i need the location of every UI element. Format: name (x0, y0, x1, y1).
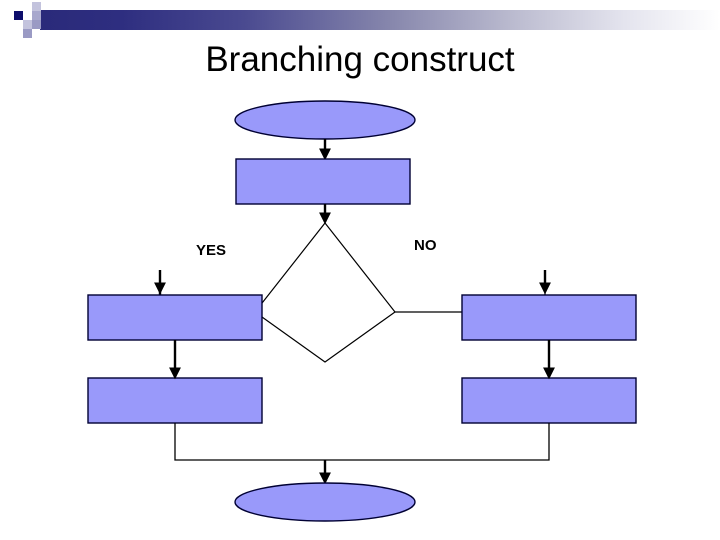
edge-label-no: NO (414, 237, 437, 254)
node-yes-step-2[interactable] (87, 377, 263, 424)
header-square-1 (23, 6, 32, 15)
branching-flowchart: YES NO (87, 100, 637, 522)
node-process-top[interactable] (235, 158, 411, 205)
node-yes-step-1[interactable] (87, 294, 263, 341)
node-no-step-2[interactable] (461, 377, 637, 424)
header-square-4 (14, 11, 23, 20)
page-title: Branching construct (205, 40, 515, 79)
header-square-7 (32, 20, 41, 29)
header-square-10 (14, 29, 23, 38)
edge-merge-branches (174, 423, 550, 461)
node-start-terminator[interactable] (234, 100, 416, 140)
node-end-terminator[interactable] (234, 482, 416, 522)
header-square-8 (5, 20, 14, 29)
header-square-3 (32, 11, 41, 20)
node-decision[interactable] (254, 222, 396, 363)
header-gradient-bar (40, 10, 720, 30)
header-square-2 (32, 2, 41, 11)
header-square-6 (23, 20, 32, 29)
header-square-5 (23, 11, 32, 20)
header-square-9 (23, 29, 32, 38)
header-square-0 (14, 6, 23, 15)
edge-label-yes: YES (196, 242, 226, 259)
node-no-step-1[interactable] (461, 294, 637, 341)
header-ornament (0, 0, 720, 46)
